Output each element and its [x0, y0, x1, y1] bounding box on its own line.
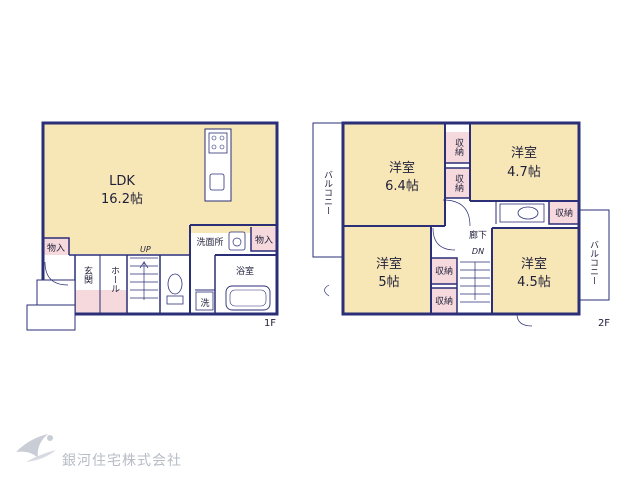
utility-storage-label: 物入 — [255, 234, 273, 246]
hall-label: ホール — [109, 266, 120, 293]
room-a — [343, 123, 445, 226]
floor-1f-tag: 1F — [264, 318, 276, 329]
stove-icon — [208, 132, 228, 154]
room-d-size: 4.5帖 — [517, 275, 551, 290]
door-swing — [516, 313, 533, 327]
entrance-storage — [43, 238, 69, 255]
entrance-label: 玄関 — [82, 265, 93, 285]
washroom-label: 洗面所 — [196, 236, 223, 248]
floor-1f: LDK 16.2帖 物入 物入 玄関 ホール UP 洗面所 浴室 洗 1F — [26, 121, 279, 331]
closet-1 — [445, 132, 470, 163]
bathtub-icon — [225, 285, 271, 311]
closet-1-label: 収納 — [453, 137, 464, 157]
toilet-tank — [166, 295, 184, 305]
toilet-icon — [167, 273, 183, 295]
door-swing — [442, 199, 471, 227]
burner-icon — [219, 144, 225, 150]
room-c — [343, 226, 431, 314]
entrance-storage-label: 物入 — [47, 242, 65, 254]
room-b-size: 4.7帖 — [507, 165, 541, 180]
washing-machine-icon — [195, 291, 214, 311]
balcony-right — [578, 209, 610, 301]
door-swing — [324, 284, 330, 297]
room-a-label: 洋室 — [389, 160, 415, 176]
balcony-left — [312, 122, 344, 258]
burner-icon — [211, 144, 217, 150]
company-name: 銀河住宅株式会社 — [62, 453, 182, 469]
laundry-label: 洗 — [200, 297, 209, 309]
burner-icon — [219, 135, 225, 141]
walls-2f — [341, 121, 581, 316]
balcony-left-label: バルコニー — [322, 170, 333, 215]
stairs-2f — [460, 261, 490, 303]
closet-4 — [431, 258, 457, 284]
closet-2 — [445, 168, 470, 198]
closet-4-label: 収納 — [435, 265, 453, 277]
toilet-2f-icon — [517, 206, 539, 220]
room-a-size: 6.4帖 — [385, 179, 419, 194]
sink-icon — [209, 173, 225, 191]
door-swing — [44, 261, 69, 286]
burner-icon — [211, 135, 217, 141]
bathroom-label: 浴室 — [236, 265, 254, 277]
stairs-up-label: UP — [140, 245, 151, 254]
utility-storage — [251, 227, 278, 251]
closet-2-label: 収納 — [453, 173, 464, 193]
closet-3-label: 収納 — [555, 207, 573, 219]
room-b-label: 洋室 — [511, 145, 537, 161]
corridor-label: 廊下 — [469, 229, 487, 241]
entrance-steps — [26, 279, 76, 331]
washbasin-icon — [228, 231, 246, 251]
room-d-label: 洋室 — [521, 256, 547, 272]
room-c-label: 洋室 — [376, 256, 402, 272]
balcony-right-label: バルコニー — [588, 240, 599, 285]
company-logo-icon — [16, 434, 56, 462]
room-d — [492, 228, 579, 314]
stairs-down-label: DN — [472, 247, 484, 256]
floor-2f-tag: 2F — [598, 318, 610, 329]
ldk-room-lower — [43, 233, 190, 254]
floor-2f: 洋室 6.4帖 洋室 4.7帖 洋室 5帖 洋室 4.5帖 収納 収納 収納 収… — [312, 121, 610, 329]
ldk-label: LDK — [109, 174, 135, 189]
bathtub-inner-icon — [229, 289, 267, 307]
ldk-room — [43, 123, 277, 233]
washbasin-bowl-icon — [232, 237, 242, 247]
closet-5 — [431, 288, 457, 314]
ldk-size: 16.2帖 — [101, 192, 143, 207]
stairs-1f — [130, 257, 158, 300]
door-swing — [432, 227, 456, 251]
closet-3 — [549, 201, 579, 224]
room-b — [470, 123, 579, 201]
entrance-floor — [75, 290, 127, 313]
room-c-size: 5帖 — [378, 275, 399, 290]
closet-5-label: 収納 — [435, 295, 453, 307]
